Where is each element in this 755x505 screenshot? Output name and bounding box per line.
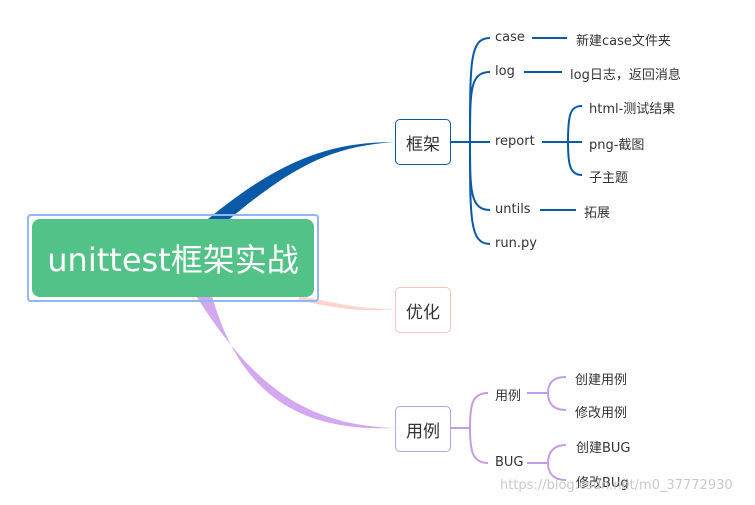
connector-root-usecase	[196, 296, 395, 429]
topic-bug-child[interactable]: 修改BUg	[576, 476, 629, 491]
topic-case[interactable]: case	[495, 30, 525, 45]
root-node[interactable]: unittest框架实战	[32, 219, 314, 297]
topic-log-child[interactable]: log日志，返回消息	[570, 68, 681, 83]
topic-untils-child[interactable]: 拓展	[584, 206, 611, 221]
branch-framework[interactable]: 框架	[395, 119, 451, 165]
topic-bug-child[interactable]: 创建BUG	[576, 441, 631, 456]
framework-connectors	[450, 37, 583, 245]
topic-case-child[interactable]: 新建case文件夹	[576, 34, 671, 49]
topic-report-child[interactable]: html-测试结果	[589, 102, 676, 117]
topic-runpy[interactable]: run.py	[495, 236, 537, 251]
topic-log[interactable]: log	[495, 64, 515, 79]
usecase-connectors	[450, 376, 567, 481]
connector-root-framework	[208, 142, 395, 222]
topic-report-child[interactable]: 子主题	[589, 171, 629, 186]
branch-optimize[interactable]: 优化	[395, 287, 451, 333]
topic-yongli-child[interactable]: 创建用例	[575, 373, 628, 388]
root-selection-outline	[27, 214, 319, 302]
topic-yongli[interactable]: 用例	[495, 389, 522, 404]
topic-yongli-child[interactable]: 修改用例	[575, 406, 628, 421]
topic-bug[interactable]: BUG	[495, 455, 524, 470]
connector-root-optimize	[298, 296, 395, 311]
watermark-text: https://blog.csdn.net/m0_37772930	[500, 478, 733, 493]
topic-report-child[interactable]: png-截图	[589, 138, 645, 153]
branch-usecase[interactable]: 用例	[395, 406, 451, 452]
topic-untils[interactable]: untils	[495, 202, 531, 217]
topic-report[interactable]: report	[495, 134, 535, 149]
